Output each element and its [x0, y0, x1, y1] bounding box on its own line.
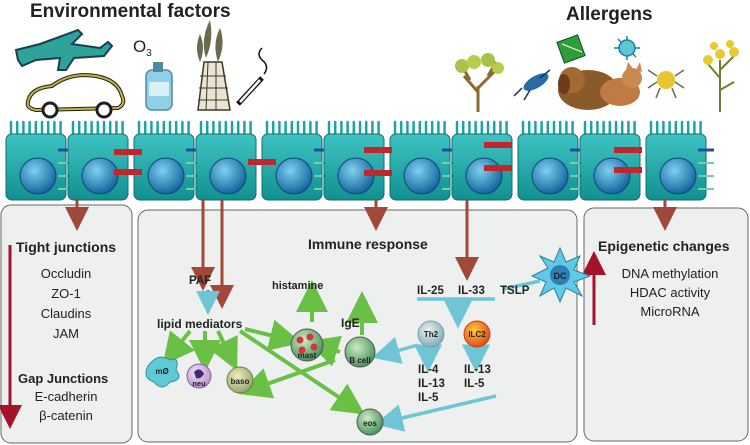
svg-text:neu: neu — [192, 379, 206, 388]
epithelial-cell — [451, 120, 513, 201]
epithelial-layer — [5, 120, 714, 201]
b-cell: B cell — [344, 336, 376, 368]
svg-text:B cell: B cell — [349, 356, 370, 365]
th2-cell: Th2 — [417, 320, 445, 348]
svg-text:Th2: Th2 — [424, 330, 439, 339]
epigenetic-title: Epigenetic changes — [598, 238, 730, 254]
ilc2-cytokine-il13: IL-13 — [464, 364, 491, 376]
epithelial-cell — [261, 120, 323, 201]
pollen-tree-icon — [455, 53, 504, 112]
svg-text:mast: mast — [298, 351, 317, 360]
epithelial-cell — [517, 120, 579, 201]
il33-label: IL-33 — [458, 285, 485, 297]
il25-label: IL-25 — [417, 285, 444, 297]
junction-bar — [484, 165, 512, 171]
immune-response-title: Immune response — [308, 236, 428, 252]
svg-text:eos: eos — [363, 419, 377, 428]
basophil-cell: baso — [226, 366, 254, 394]
junction-bar — [248, 159, 276, 165]
airplane-icon — [14, 28, 114, 71]
epithelial-cell — [645, 120, 707, 201]
epithelial-cell — [195, 120, 257, 201]
histamine-label: histamine — [272, 280, 323, 292]
mold-spore-icon — [556, 34, 586, 64]
cigarette-icon — [236, 47, 268, 106]
ige-label: IgE — [341, 316, 360, 330]
tight-junctions-title: Tight junctions — [16, 239, 116, 255]
th2-cytokine-il4: IL-4 — [418, 364, 439, 376]
ozone-label: O3 — [133, 37, 152, 59]
allergens-title: Allergens — [566, 4, 653, 25]
epithelial-cell — [579, 120, 641, 201]
ilc2-cytokine-il5: IL-5 — [464, 378, 485, 390]
svg-text:baso: baso — [231, 377, 250, 386]
junction-bar — [614, 167, 642, 173]
epithelial-cell — [389, 120, 451, 201]
junction-bar — [484, 142, 512, 148]
svg-text:DC: DC — [554, 271, 567, 281]
gap-junctions-title: Gap Junctions — [18, 371, 108, 386]
junction-bar — [614, 147, 642, 153]
epigenetic-item-dna: DNA methylation — [622, 266, 719, 281]
blue-arrows — [371, 279, 541, 432]
lipid-mediators-label: lipid mediators — [157, 317, 243, 331]
environmental-factors-title: Environmental factors — [30, 1, 231, 22]
tslp-label: TSLP — [500, 285, 530, 297]
dog-cat-icon — [558, 62, 642, 110]
tight-junctions-panel — [0, 204, 133, 444]
gap-item-catenin: β-catenin — [39, 408, 93, 423]
ilc2-cell: ILC2 — [463, 320, 491, 348]
eosinophil-cell: eos — [356, 408, 384, 436]
chemical-bottle-icon — [145, 62, 173, 111]
epigenetic-item-microrna: MicroRNA — [640, 304, 700, 319]
junction-bar — [114, 169, 142, 175]
epithelial-cell — [133, 120, 195, 201]
neutrophil-cell: neu — [186, 363, 212, 389]
tight-item-zo1: ZO-1 — [51, 286, 81, 301]
paf-label: PAF — [189, 275, 211, 287]
macrophage-cell: mØ — [145, 356, 180, 388]
tight-item-occludin: Occludin — [41, 266, 92, 281]
svg-text:mØ: mØ — [155, 367, 168, 376]
factory-smoke-icon — [197, 20, 231, 111]
epithelial-cell — [5, 120, 67, 201]
spider-mite-icon — [647, 69, 685, 99]
epigenetic-item-hdac: HDAC activity — [630, 285, 711, 300]
green-arrows — [162, 280, 378, 415]
tight-item-claudins: Claudins — [41, 306, 92, 321]
epithelial-cell — [67, 120, 129, 201]
car-icon — [25, 73, 126, 119]
dendritic-cell: DC — [530, 246, 592, 304]
svg-text:ILC2: ILC2 — [468, 330, 486, 339]
epithelial-cell — [323, 120, 385, 201]
junction-bar — [364, 147, 392, 153]
ragweed-plant-icon — [703, 40, 739, 112]
th2-cytokine-il5: IL-5 — [418, 392, 439, 404]
mast-cell: mast — [290, 328, 324, 362]
cockroach-icon — [513, 69, 551, 101]
tight-item-jam: JAM — [53, 326, 79, 341]
th2-cytokine-il13: IL-13 — [418, 378, 445, 390]
junction-bar — [364, 170, 392, 176]
dust-mite-icon — [614, 36, 640, 60]
junction-bar — [114, 149, 142, 155]
gap-item-ecadherin: E-cadherin — [35, 389, 98, 404]
